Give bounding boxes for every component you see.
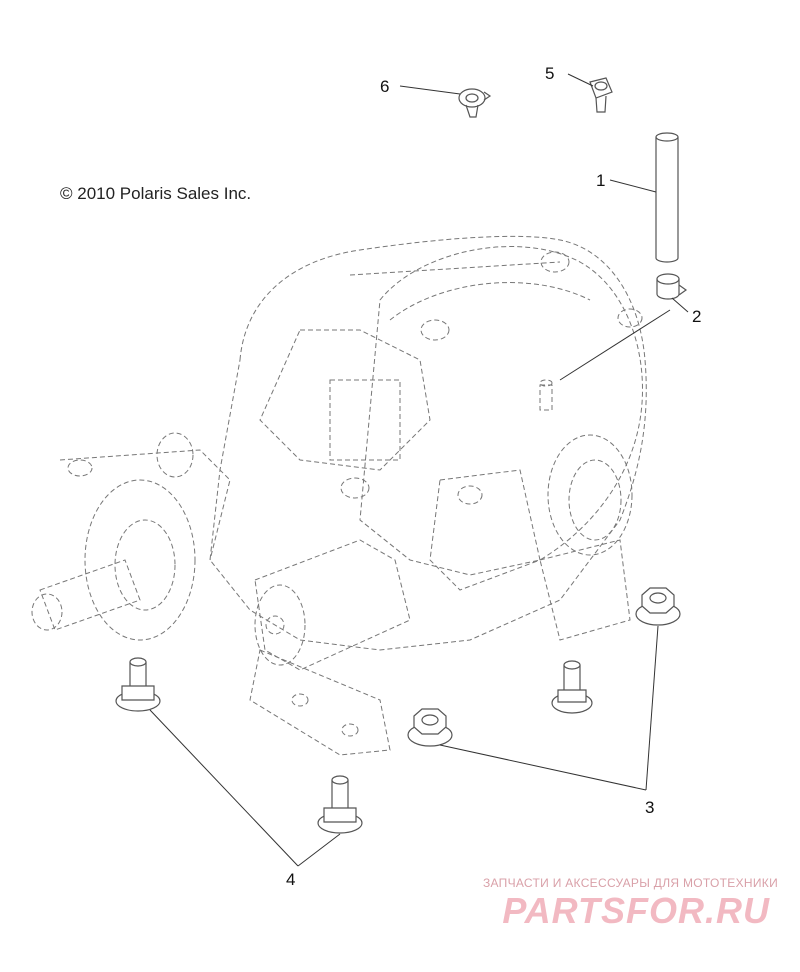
- flange-bolt-upper[interactable]: [115, 657, 161, 712]
- clamp-part[interactable]: [656, 273, 688, 300]
- watermark-subtitle: ЗАПЧАСТИ И АКСЕССУАРЫ ДЛЯ МОТОТЕХНИКИ: [482, 876, 778, 890]
- gearcase-housing: [31, 235, 647, 756]
- callout-5: 5: [545, 64, 554, 83]
- vent-tube-part[interactable]: [655, 132, 679, 263]
- flange-nut-lower[interactable]: [407, 708, 453, 747]
- flange-bolt-lower[interactable]: [317, 775, 363, 834]
- vent-fitting-part[interactable]: [589, 77, 613, 113]
- callout-4: 4: [286, 870, 295, 889]
- watermark-brand-logo: PARTSFOR.RU: [502, 890, 770, 931]
- callout-6: 6: [380, 77, 389, 96]
- hose-clip-part[interactable]: [458, 88, 492, 118]
- stud-right[interactable]: [551, 660, 593, 714]
- leader-lines: [149, 73, 689, 867]
- callout-2: 2: [692, 307, 701, 326]
- flange-nut-upper[interactable]: [635, 587, 681, 626]
- callout-1: 1: [596, 171, 605, 190]
- copyright-text: © 2010 Polaris Sales Inc.: [60, 184, 252, 203]
- callout-3: 3: [645, 798, 654, 817]
